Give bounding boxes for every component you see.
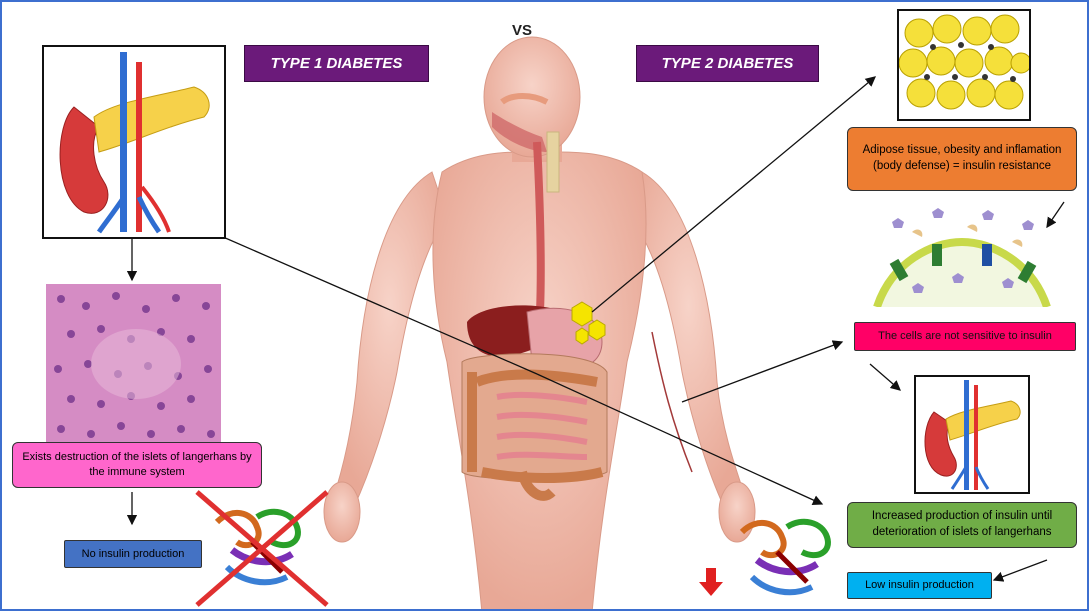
down-arrow-icon [699, 568, 723, 596]
cell-membrane-receptor-illustration [873, 208, 1051, 307]
cross-mark-icon [195, 490, 329, 607]
adipose-box: Adipose tissue, obesity and inflamation … [847, 127, 1077, 191]
vs-label: VS [512, 22, 533, 39]
islets-destruction-box: Exists destruction of the islets of lang… [12, 442, 262, 488]
pancreas-image-box-2 [914, 375, 1030, 494]
histology-image [46, 284, 221, 444]
cell-membrane-image [872, 202, 1052, 307]
no-insulin-box: No insulin production [64, 540, 202, 568]
adipose-image-box [897, 9, 1031, 121]
type2-title: TYPE 2 DIABETES [636, 45, 819, 82]
low-insulin-box: Low insulin production [847, 572, 992, 599]
pancreas-illustration [59, 52, 210, 234]
type1-title-text: TYPE 1 DIABETES [270, 55, 403, 72]
pancreas-illustration-2 [924, 380, 1021, 490]
not-sensitive-box: The cells are not sensitive to insulin [854, 322, 1076, 351]
type2-title-text: TYPE 2 DIABETES [661, 55, 794, 72]
histology-tissue [46, 284, 221, 444]
type1-title: TYPE 1 DIABETES [244, 45, 429, 82]
increased-production-box: Increased production of insulin until de… [847, 502, 1077, 548]
adipose-cells-illustration [899, 11, 1029, 119]
pancreas-image-box [42, 45, 226, 239]
insulin-protein-icon-2 [739, 518, 831, 596]
